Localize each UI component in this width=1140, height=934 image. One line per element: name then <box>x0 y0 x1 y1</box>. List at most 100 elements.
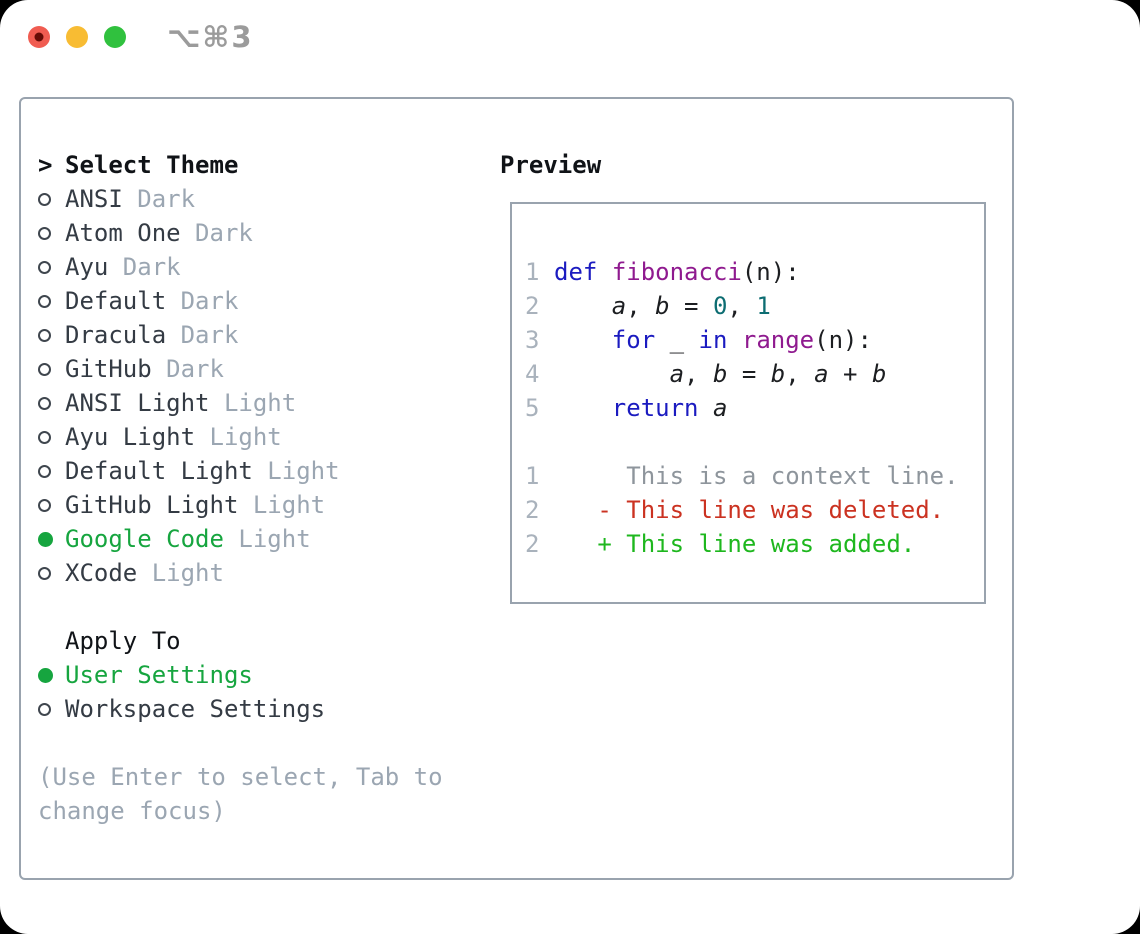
code-segment: fibonacci <box>611 258 742 286</box>
keyboard-hint: (Use Enter to select, Tab to change focu… <box>38 763 443 825</box>
apply-to-option-label: Workspace Settings <box>65 692 325 726</box>
theme-option[interactable]: ANSI Dark <box>38 182 340 216</box>
option-name: XCode <box>65 559 138 587</box>
code-segment <box>554 394 612 422</box>
minimize-button[interactable] <box>66 26 88 48</box>
option-name: Ayu <box>65 253 109 281</box>
code-segment: for <box>611 326 656 354</box>
line-content: - This line was deleted. <box>554 496 944 524</box>
blank-line <box>525 425 959 459</box>
code-segment: 1 <box>756 292 771 320</box>
theme-option[interactable]: Ayu Light Light <box>38 420 340 454</box>
theme-option-label: ANSI Light Light <box>65 386 296 420</box>
radio-icon <box>38 396 51 410</box>
theme-option[interactable]: GitHub Dark <box>38 352 340 386</box>
theme-option[interactable]: Default Light Light <box>38 454 340 488</box>
theme-option[interactable]: Default Dark <box>38 284 340 318</box>
theme-option[interactable]: GitHub Light Light <box>38 488 340 522</box>
code-segment <box>554 360 670 388</box>
line-number: 5 <box>525 394 540 422</box>
radio-indicator <box>38 362 65 376</box>
theme-option[interactable]: ANSI Light Light <box>38 386 340 420</box>
theme-variant: Dark <box>180 219 253 247</box>
radio-icon <box>38 226 51 240</box>
radio-indicator <box>38 464 65 478</box>
code-segment: = <box>669 292 713 320</box>
line-content: for _ in range(n): <box>554 326 872 354</box>
code-segment: (n): <box>741 258 800 286</box>
theme-variant: Dark <box>108 253 181 281</box>
code-line: 4 a, b = b, a + b <box>525 357 959 391</box>
theme-option-label: Ayu Dark <box>65 250 181 284</box>
option-name: ANSI <box>65 185 123 213</box>
option-name: GitHub Light <box>65 491 239 519</box>
line-number: 2 <box>525 292 540 320</box>
apply-to-option[interactable]: Workspace Settings <box>38 692 325 726</box>
code-segment: This is a context line. <box>554 462 959 490</box>
code-segment: - This line was deleted. <box>554 496 945 524</box>
theme-option-label: Ayu Light Light <box>65 420 282 454</box>
theme-option-label: XCode Light <box>65 556 224 590</box>
theme-option-label: Default Dark <box>65 284 238 318</box>
prompt-cursor-icon: > <box>38 151 53 179</box>
radio-icon <box>38 294 51 308</box>
code-segment: (n): <box>814 326 872 354</box>
code-segment: b <box>770 360 786 388</box>
theme-option-label: GitHub Dark <box>65 352 224 386</box>
close-button[interactable] <box>28 26 50 48</box>
radio-indicator <box>38 702 65 716</box>
theme-option[interactable]: Atom One Dark <box>38 216 340 250</box>
line-content: def fibonacci(n): <box>554 258 800 286</box>
theme-option-label: GitHub Light Light <box>65 488 325 522</box>
theme-option[interactable]: Google Code Light <box>38 522 340 556</box>
radio-icon <box>38 192 51 206</box>
code-line: 3 for _ in range(n): <box>525 323 959 357</box>
radio-icon <box>38 362 51 376</box>
option-name: Atom One <box>65 219 181 247</box>
radio-selected-icon <box>38 667 53 683</box>
radio-icon <box>38 260 51 274</box>
radio-icon <box>38 430 51 444</box>
radio-indicator <box>38 192 65 206</box>
option-name: ANSI Light <box>65 389 210 417</box>
line-content: a, b = b, a + b <box>554 360 887 388</box>
theme-variant: Light <box>195 423 282 451</box>
theme-option-label: ANSI Dark <box>65 182 195 216</box>
zoom-button[interactable] <box>104 26 126 48</box>
option-name: Default Light <box>65 457 253 485</box>
code-line: 2 a, b = 0, 1 <box>525 289 959 323</box>
code-segment: , <box>785 360 815 388</box>
theme-variant: Dark <box>122 185 196 213</box>
radio-indicator <box>38 260 65 274</box>
radio-icon <box>38 464 51 478</box>
theme-variant: Dark <box>151 355 224 383</box>
code-segment: , <box>684 360 713 388</box>
theme-option[interactable]: Ayu Dark <box>38 250 340 284</box>
apply-to-option[interactable]: User Settings <box>38 658 325 692</box>
diff-lines: 1 This is a context line.2 - This line w… <box>525 459 959 561</box>
theme-option[interactable]: XCode Light <box>38 556 340 590</box>
code-segment: + <box>828 360 872 388</box>
code-segment: b <box>871 360 887 388</box>
line-number: 1 <box>525 258 540 286</box>
theme-variant: Dark <box>166 321 239 349</box>
option-name: Dracula <box>65 321 167 349</box>
code-segment: b <box>712 360 728 388</box>
line-number: 2 <box>525 496 540 524</box>
radio-indicator <box>38 498 65 512</box>
radio-icon <box>38 328 51 342</box>
code-segment: a <box>712 394 728 422</box>
code-segment: range <box>741 326 815 354</box>
apply-to-title: Apply To <box>65 627 181 655</box>
code-segment <box>699 394 713 422</box>
radio-indicator <box>38 430 65 444</box>
diff-line: 2 + This line was added. <box>525 527 959 561</box>
theme-option[interactable]: Dracula Dark <box>38 318 340 352</box>
code-segment: 0 <box>712 292 728 320</box>
window-shortcut-label: ⌥⌘3 <box>167 20 254 54</box>
preview-title: Preview <box>500 151 602 179</box>
